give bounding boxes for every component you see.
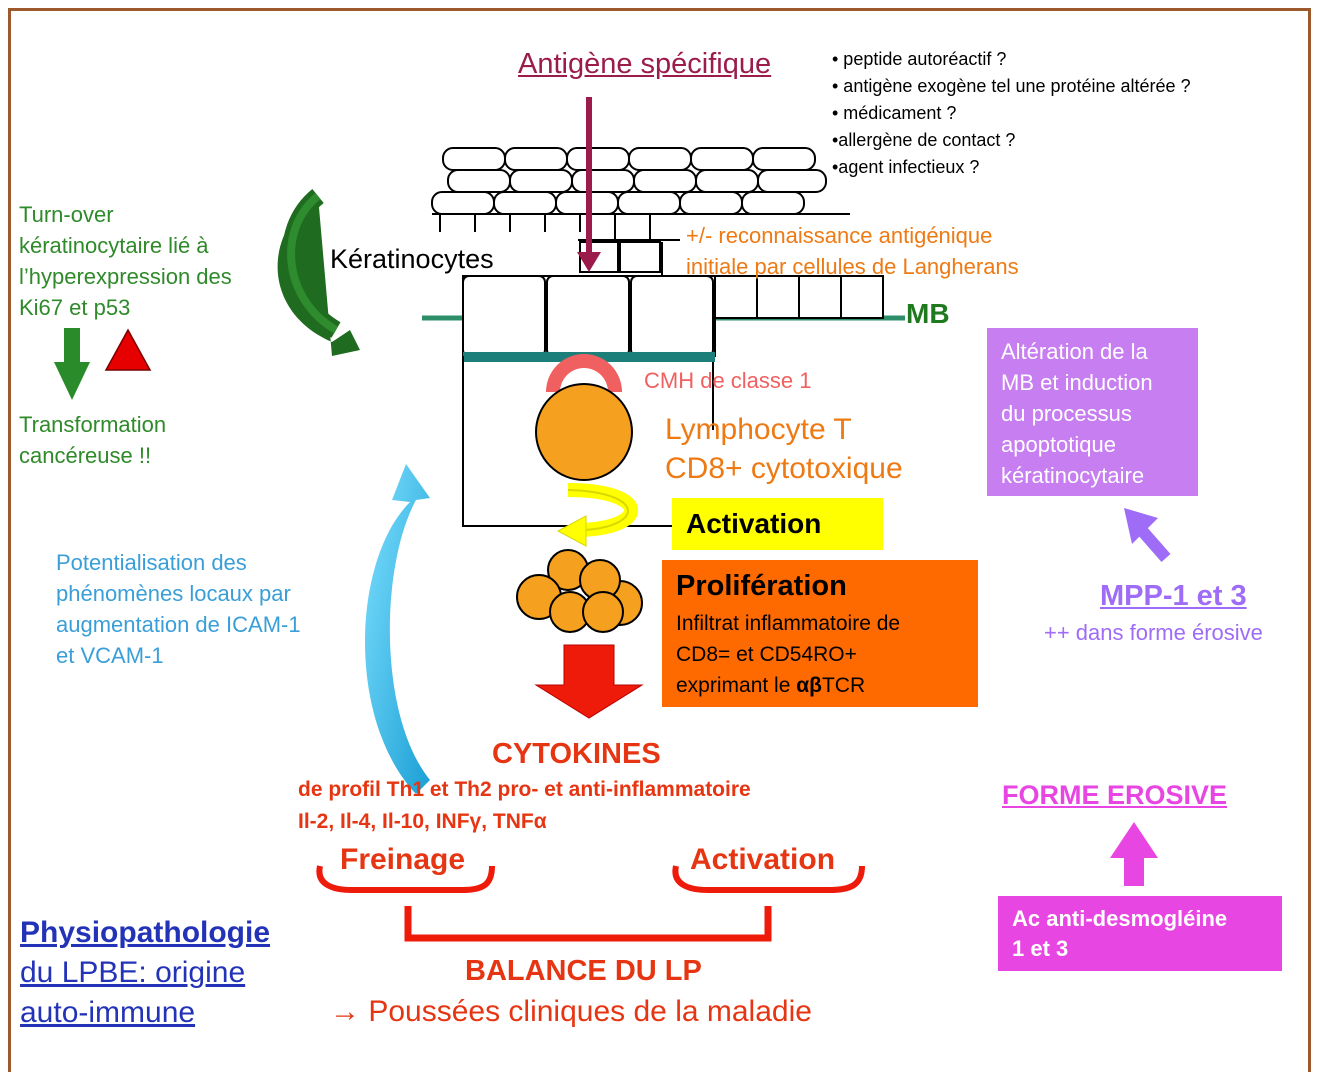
proliferation-line-3-suffix: TCR <box>821 674 866 697</box>
turnover-curved-arrow <box>277 189 360 356</box>
turnover-line: Ki67 et p53 <box>19 295 131 320</box>
red-triangle-icon <box>104 328 152 371</box>
potentialisation-line: et VCAM-1 <box>56 643 164 668</box>
lymphocyte-label: Lymphocyte T CD8+ cytotoxique <box>665 410 903 488</box>
potentialisation-line: phénomènes locaux par <box>56 581 291 606</box>
ac-lines: Ac anti-desmogléine 1 et 3 <box>1012 904 1227 964</box>
antigen-item: • médicament ? <box>832 103 957 123</box>
cytokines-title: CYTOKINES <box>492 738 661 770</box>
alteration-line: MB et induction <box>1001 370 1153 395</box>
alteration-box: Altération de la MB et induction du proc… <box>987 328 1198 496</box>
red-down-arrow <box>534 644 644 719</box>
basal-membrane <box>422 275 905 527</box>
potentialisation-line: Potentialisation des <box>56 550 247 575</box>
langerhans-text: +/- reconnaissance antigénique initiale … <box>686 220 1019 282</box>
alteration-line: apoptotique <box>1001 432 1116 457</box>
activation-brace <box>672 865 865 893</box>
cmh-label: CMH de classe 1 <box>644 368 812 393</box>
antigen-item: • antigène exogène tel une protéine alté… <box>832 76 1191 96</box>
potentialisation-curved-arrow <box>365 464 430 794</box>
transformation-line: cancéreuse !! <box>19 443 152 468</box>
potentialisation-line: augmentation de ICAM-1 <box>56 612 301 637</box>
balance-title: BALANCE DU LP <box>465 955 702 987</box>
activation-curved-arrow <box>556 483 638 547</box>
turnover-line: Turn-over <box>19 202 114 227</box>
down-arrow-green <box>54 328 90 400</box>
proliferation-line: CD8= et CD54RO+ <box>676 643 857 666</box>
proliferation-line-3-prefix: exprimant le <box>676 674 797 697</box>
proliferation-line: Infiltrat inflammatoire de <box>676 612 901 635</box>
alteration-line: du processus <box>1001 401 1132 426</box>
freinage-label: Freinage <box>340 843 466 876</box>
ac-anti-desmogleine-box: Ac anti-desmogléine 1 et 3 <box>998 896 1282 971</box>
ac-line: 1 et 3 <box>1012 936 1069 961</box>
diagram-frame <box>8 8 1311 1072</box>
keratinocyte-layers <box>431 147 827 215</box>
alpha-beta: αβ <box>796 674 822 697</box>
activation-box-label: Activation <box>686 508 822 539</box>
turnover-line: l’hyperexpression des <box>19 264 232 289</box>
proliferation-lines: Infiltrat inflammatoire de CD8= et CD54R… <box>676 608 900 701</box>
lymphocyte-line: CD8+ cytotoxique <box>665 452 903 485</box>
physio-line: Physiopathologie <box>20 916 271 949</box>
alteration-lines: Altération de la MB et induction du proc… <box>1001 336 1153 491</box>
mpp-arrow <box>1124 508 1171 562</box>
cytokines-line-1: de profil Th1 et Th2 pro- et anti-inflam… <box>298 778 751 801</box>
freinage-brace <box>316 865 495 893</box>
physiopathologie-title: Physiopathologie du LPBE: origine auto-i… <box>20 913 270 1033</box>
forme-erosive-arrow <box>1110 822 1158 886</box>
lymphocyte-cell <box>535 383 633 481</box>
transformation-line: Transformation <box>19 412 167 437</box>
activation-box: Activation <box>672 498 883 550</box>
turnover-line: kératinocytaire lié à <box>19 233 209 258</box>
langerhans-line: initiale par cellules de Langherans <box>686 254 1019 279</box>
ac-line: Ac anti-desmogléine <box>1012 906 1228 931</box>
antigen-item: •allergène de contact ? <box>832 130 1016 150</box>
balance-bracket <box>404 906 772 942</box>
proliferating-cells <box>516 549 643 633</box>
alteration-line: kératinocytaire <box>1001 463 1145 488</box>
activation-label-2: Activation <box>690 843 836 876</box>
mpp-subtitle: ++ dans forme érosive <box>1044 620 1263 645</box>
physio-line: auto-immune <box>20 996 196 1029</box>
antigen-item: • peptide autoréactif ? <box>832 49 1007 69</box>
forme-erosive-label: FORME EROSIVE <box>1002 780 1228 810</box>
lymphocyte-line: Lymphocyte T <box>665 413 852 446</box>
physio-line: du LPBE: origine <box>20 956 246 989</box>
mpp-title: MPP-1 et 3 <box>1100 580 1247 612</box>
keratinocytes-label: Kératinocytes <box>330 244 494 274</box>
antigen-arrow <box>577 97 601 272</box>
langerhans-line: +/- reconnaissance antigénique <box>686 223 993 248</box>
antigen-item: •agent infectieux ? <box>832 157 980 177</box>
mb-label: MB <box>906 298 950 329</box>
transformation-text: Transformation cancéreuse !! <box>19 409 166 471</box>
alteration-line: Altération de la <box>1001 339 1148 364</box>
cmh-arc <box>546 354 622 392</box>
potentialisation-text: Potentialisation des phénomènes locaux p… <box>56 547 301 671</box>
proliferation-line-3: exprimant le αβTCR <box>676 670 900 701</box>
antigen-list: • peptide autoréactif ? • antigène exogè… <box>832 46 1191 181</box>
balance-subtitle: → Poussées cliniques de la maladie <box>330 995 812 1028</box>
proliferation-title: Prolifération <box>676 570 847 602</box>
proliferation-box: Prolifération Infiltrat inflammatoire de… <box>662 560 978 707</box>
turnover-text: Turn-over kératinocytaire lié à l’hypere… <box>19 199 232 323</box>
cytokines-line-2: Il-2, Il-4, Il-10, INFγ, TNFα <box>298 810 547 833</box>
antigen-title: Antigène spécifique <box>518 48 772 80</box>
